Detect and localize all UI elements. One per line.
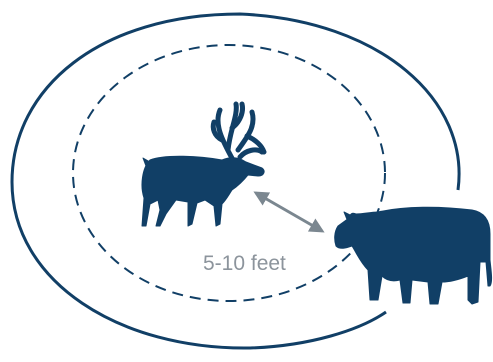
reindeer-icon xyxy=(142,104,264,226)
distance-label: 5-10 feet xyxy=(203,252,286,276)
cow-icon xyxy=(335,207,492,304)
distance-arrow xyxy=(256,193,322,231)
